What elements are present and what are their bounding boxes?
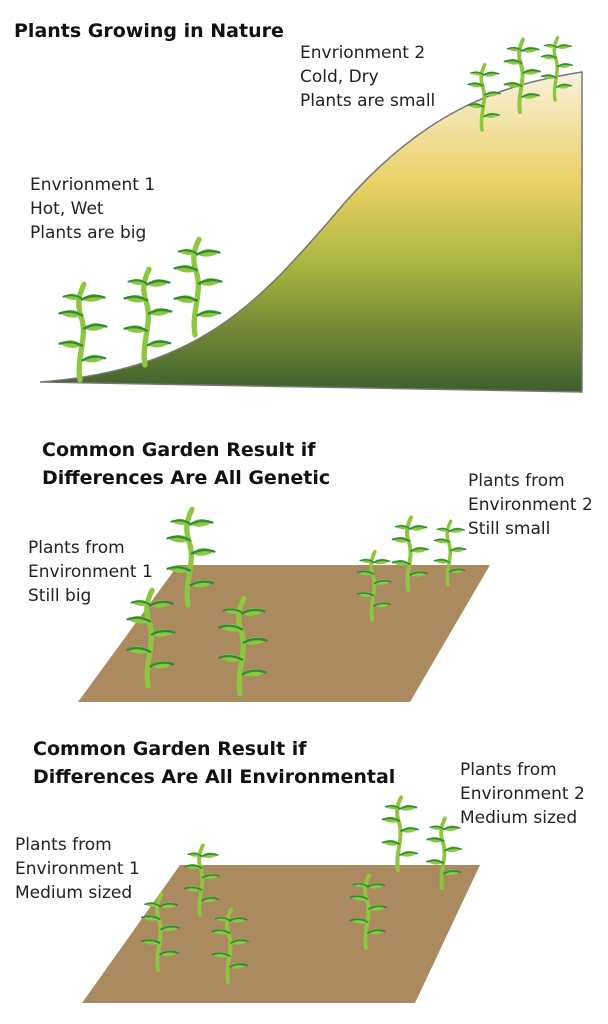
hillside: [39, 71, 583, 393]
svg-text:Environment 1: Environment 1: [15, 859, 140, 879]
svg-text:Plants from: Plants from: [460, 760, 557, 780]
svg-text:Plants are big: Plants are big: [30, 223, 146, 243]
svg-text:Envrionment 1: Envrionment 1: [30, 175, 155, 195]
svg-text:Environment 1: Environment 1: [28, 562, 153, 582]
svg-text:Medium sized: Medium sized: [15, 883, 132, 903]
svg-text:Hot, Wet: Hot, Wet: [30, 199, 104, 219]
section3-title-line1: Common Garden Result if: [33, 738, 307, 760]
garden-plot-genetic: [78, 565, 490, 702]
svg-text:Plants from: Plants from: [28, 538, 125, 558]
svg-text:Still big: Still big: [28, 586, 91, 606]
env1-label-environmental: Plants from Environment 1 Medium sized: [15, 835, 140, 903]
svg-text:Plants are small: Plants are small: [300, 91, 435, 111]
section2-title-line1: Common Garden Result if: [42, 439, 316, 461]
env2-label-genetic: Plants from Environment 2 Still small: [468, 471, 593, 539]
svg-text:Still small: Still small: [468, 519, 550, 539]
section3-title-line2: Differences Are All Environmental: [33, 766, 395, 788]
svg-text:Environment 2: Environment 2: [468, 495, 593, 515]
svg-text:Plants from: Plants from: [15, 835, 112, 855]
env2-label-environmental: Plants from Environment 2 Medium sized: [460, 760, 585, 828]
svg-text:Plants from: Plants from: [468, 471, 565, 491]
env2-label: Envrionment 2 Cold, Dry Plants are small: [300, 43, 435, 111]
svg-text:Envrionment 2: Envrionment 2: [300, 43, 425, 63]
section1-title: Plants Growing in Nature: [14, 20, 284, 42]
env1-label: Envrionment 1 Hot, Wet Plants are big: [30, 175, 155, 243]
svg-text:Environment 2: Environment 2: [460, 784, 585, 804]
garden-plot-environmental: [82, 865, 480, 1003]
svg-text:Cold, Dry: Cold, Dry: [300, 67, 379, 87]
env1-label-genetic: Plants from Environment 1 Still big: [28, 538, 153, 606]
section2-title-line2: Differences Are All Genetic: [42, 467, 330, 489]
svg-text:Medium sized: Medium sized: [460, 808, 577, 828]
